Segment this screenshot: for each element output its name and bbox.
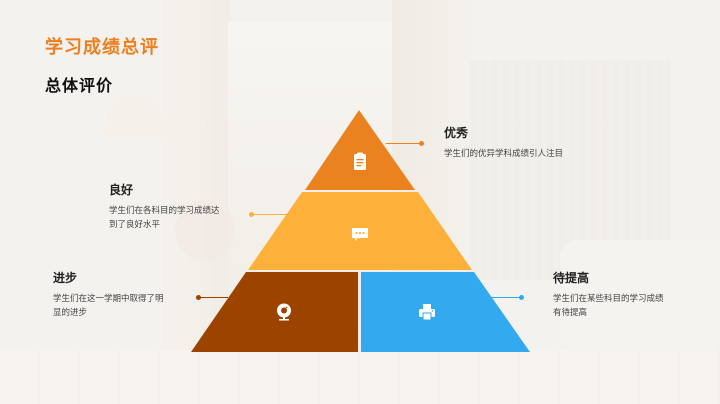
label-bottom-right: 待提高 学生们在某些科目的学习成绩有待提高 [553,269,665,320]
label-bottom-left-description: 学生们在这一学期中取得了明显的进步 [53,294,164,318]
connector-bottom-right [490,295,524,300]
label-bottom-right-description: 学生们在某些科目的学习成绩有待提高 [553,294,664,318]
connector-middle [249,212,317,217]
label-top-description: 学生们的优异学科成绩引人注目 [444,149,564,159]
label-middle-description: 学生们在各科目的学习成绩达到了良好水平 [109,206,220,230]
label-middle: 良好 学生们在各科目的学习成绩达到了良好水平 [109,181,227,232]
label-bottom-left: 进步 学生们在这一学期中取得了明显的进步 [53,269,165,320]
connector-bottom-left [196,295,228,300]
chat-bubble-icon [349,223,371,245]
printer-icon [416,301,438,323]
label-top: 优秀 学生们的优异学科成绩引人注目 [444,124,564,161]
label-top-heading: 优秀 [444,126,469,140]
connector-top [386,141,424,146]
slide-title: 学习成绩总评 [45,37,159,58]
label-bottom-right-heading: 待提高 [553,271,590,285]
label-middle-heading: 良好 [109,183,134,197]
clipboard-icon [349,151,371,173]
label-bottom-left-heading: 进步 [53,271,78,285]
slide-subtitle: 总体评价 [45,76,114,95]
webcam-icon [273,301,295,323]
